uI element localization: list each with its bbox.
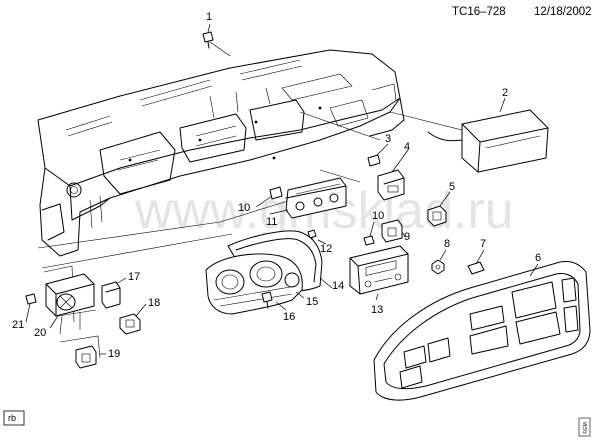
part-20-switch-assembly <box>45 273 95 335</box>
callout-11: 11 <box>266 216 277 228</box>
diagram-date: 12/18/2002 <box>534 6 592 18</box>
part-4-switch <box>377 149 409 201</box>
part-13-radio <box>349 245 409 301</box>
callout-10-lower: 10 <box>372 210 384 222</box>
part-3-clip <box>367 143 389 167</box>
callout-16: 16 <box>283 311 295 323</box>
callout-17: 17 <box>128 271 140 283</box>
part-1-bolt <box>202 23 231 57</box>
part-5-switch <box>427 191 451 227</box>
callout-6: 6 <box>535 252 541 264</box>
part-10-fastener-lower <box>363 221 375 246</box>
corner-tag-text: rb <box>8 413 16 423</box>
callout-10-upper: 10 <box>238 202 250 214</box>
part-9-switch <box>381 219 406 243</box>
part-11-hvac-control <box>269 177 347 219</box>
callout-3: 3 <box>385 133 391 145</box>
part-15-instrument-cluster <box>205 253 305 315</box>
part-10-fastener-upper <box>255 186 283 208</box>
callout-19: 19 <box>108 348 120 360</box>
callout-7: 7 <box>480 238 486 250</box>
part-2-inflator-module <box>427 97 549 173</box>
callout-9: 9 <box>404 231 410 243</box>
corner-tag-rb: rb <box>3 410 25 426</box>
callout-15: 15 <box>306 296 318 308</box>
callout-13: 13 <box>371 304 383 316</box>
part-17-switch <box>101 277 127 309</box>
copyright-text: ©GM <box>582 422 589 434</box>
callout-4: 4 <box>404 141 410 153</box>
part-21-clip <box>25 293 37 323</box>
callout-5: 5 <box>449 181 455 193</box>
callout-21: 21 <box>12 319 24 331</box>
callout-1: 1 <box>206 11 212 23</box>
part-6-trim-bezel <box>373 261 591 401</box>
part-18-switch <box>119 303 147 335</box>
copyright-mark: ©GM <box>578 417 591 437</box>
part-8-nut <box>431 249 447 275</box>
callout-14: 14 <box>332 280 344 292</box>
part-19-switch <box>59 335 106 369</box>
callout-8: 8 <box>444 238 450 250</box>
part-7-clip <box>467 249 485 275</box>
instrument-panel-carrier <box>37 49 405 257</box>
callout-12: 12 <box>320 243 332 255</box>
part-16-screw <box>261 291 287 311</box>
callout-2: 2 <box>502 87 508 99</box>
callout-18: 18 <box>148 297 160 309</box>
callout-20: 20 <box>34 327 46 339</box>
diagram-code: TC16–728 <box>452 6 506 18</box>
